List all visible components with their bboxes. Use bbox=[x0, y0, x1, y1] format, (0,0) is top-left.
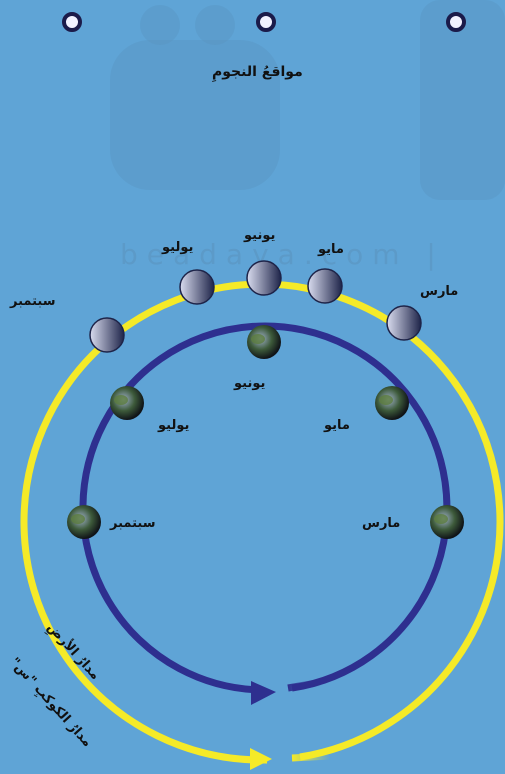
star-middle bbox=[258, 14, 274, 30]
earth-orbit-fade bbox=[288, 682, 322, 688]
planet-september bbox=[90, 318, 124, 352]
planet-march bbox=[387, 306, 421, 340]
planet-june bbox=[247, 261, 281, 295]
earth-june bbox=[247, 325, 281, 359]
star-right bbox=[448, 14, 464, 30]
earth-label-june: يونيو bbox=[234, 376, 265, 391]
planet-may bbox=[308, 269, 342, 303]
earth-september bbox=[67, 505, 101, 539]
planet-label-september: سبتمبر bbox=[10, 294, 56, 309]
earth-march bbox=[430, 505, 464, 539]
planet-orbit-arrow bbox=[250, 748, 272, 770]
planet-label-july: يوليو bbox=[162, 240, 193, 255]
planet-label-june: يونيو bbox=[244, 228, 275, 243]
earth-label-may: مايو bbox=[324, 418, 350, 433]
earth-july bbox=[110, 386, 144, 420]
earth-label-september: سبتمبر bbox=[110, 516, 156, 531]
planet-july bbox=[180, 270, 214, 304]
earth-may bbox=[375, 386, 409, 420]
star-left bbox=[64, 14, 80, 30]
diagram-title: مواقعُ النجومِ bbox=[212, 64, 303, 80]
planet-orbit-fade bbox=[292, 756, 330, 758]
earth-orbit-arrow bbox=[251, 681, 276, 705]
earth-label-march: مارس bbox=[362, 516, 400, 531]
planet-label-march: مارس bbox=[420, 284, 458, 299]
planet-label-may: مايو bbox=[318, 242, 344, 257]
earth-label-july: يوليو bbox=[158, 418, 189, 433]
